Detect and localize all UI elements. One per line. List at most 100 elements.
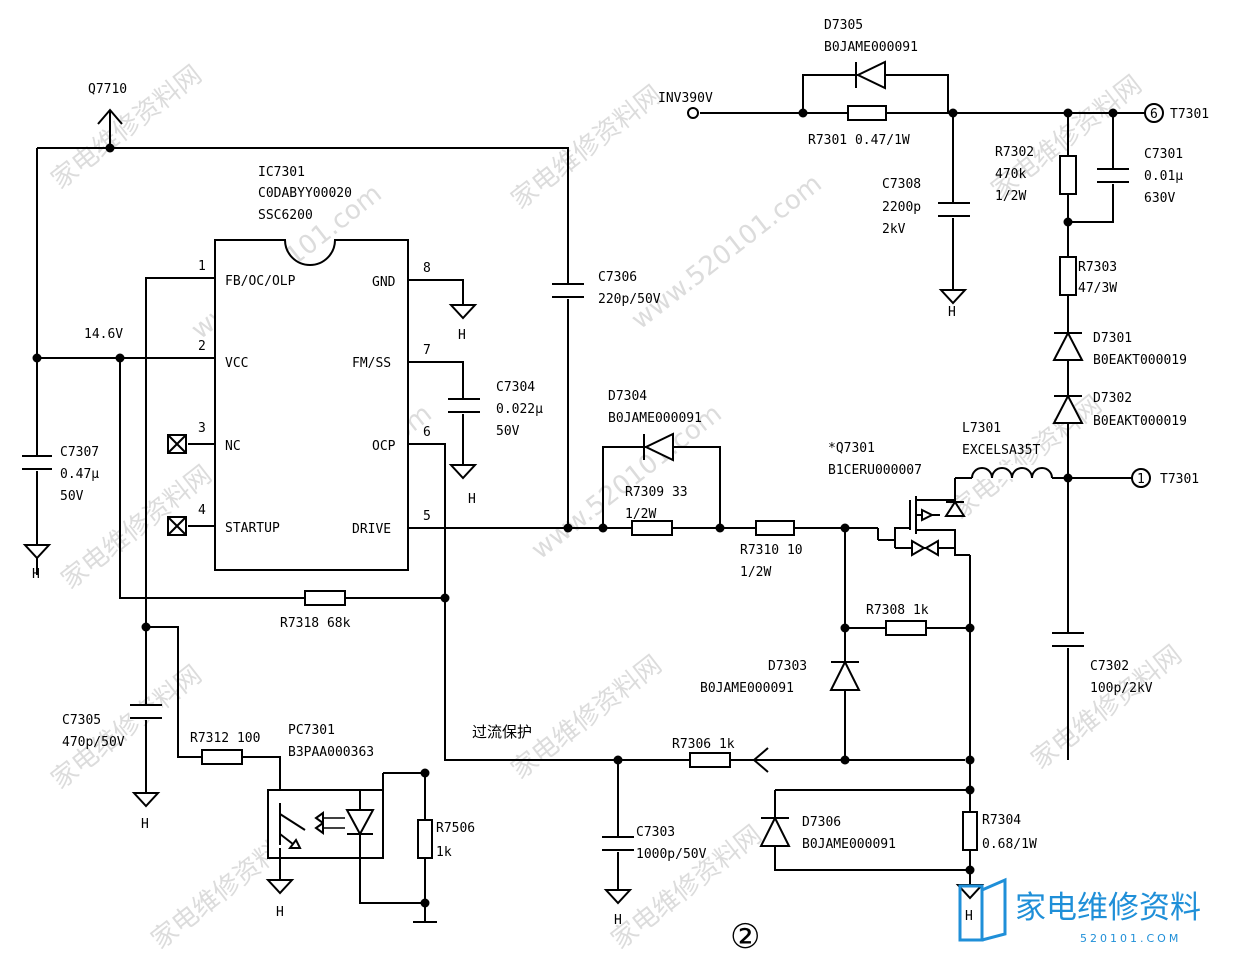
junction-dot xyxy=(1063,473,1073,483)
r7312-ref: R7312 100 xyxy=(190,731,260,746)
input-voltage-label: INV390V xyxy=(658,91,713,106)
resistors: R7301 0.47/1W R7302 470k 1/2W R7303 47/3… xyxy=(190,105,1117,860)
c7308-voltage: 2kV xyxy=(882,222,906,237)
t7301-pin6-number: 6 xyxy=(1150,107,1158,122)
logo-url: 520101.COM xyxy=(1080,932,1181,945)
c7308-value: 2200p xyxy=(882,200,921,215)
wire-c7301 xyxy=(1068,113,1114,223)
wire-fb-pin1 xyxy=(145,277,215,598)
c7301-ref: C7301 xyxy=(1144,147,1183,162)
c7304-value: 0.022μ xyxy=(496,402,543,417)
q7301-arrow-icon xyxy=(921,508,935,522)
logo-book-page xyxy=(981,877,1007,942)
r7301-ref: R7301 0.47/1W xyxy=(808,133,910,148)
ic7301-model: SSC6200 xyxy=(258,208,313,223)
junction-dot xyxy=(965,623,975,633)
ic-pin-1-name: FB/OC/OLP xyxy=(225,274,296,289)
ic-pin-4-name: STARTUP xyxy=(225,521,280,536)
r7304-resistor-icon xyxy=(962,811,978,851)
q7301-body-diode-icon xyxy=(944,500,966,517)
ic-pin-6-num: 6 xyxy=(423,425,431,440)
d7306-part: B0JAME000091 xyxy=(802,837,896,852)
c7301-voltage: 630V xyxy=(1144,191,1175,206)
c7303-ref: C7303 xyxy=(636,825,675,840)
site-logo: 家电维修资料 520101.COM xyxy=(958,877,1201,945)
diodes: D7305 B0JAME000091 D7304 B0JAME000091 D7… xyxy=(608,18,1187,852)
c7304-capacitor-icon xyxy=(448,398,480,414)
ic-pin-6-name: OCP xyxy=(372,439,396,454)
ground-label: H xyxy=(141,817,149,832)
r7310-resistor-icon xyxy=(755,520,795,536)
junction-dot xyxy=(440,593,450,603)
ground-icon: H xyxy=(448,304,478,343)
ground-icon: H xyxy=(265,879,295,920)
r7306-ref: R7306 1k xyxy=(672,737,735,752)
junction-dot xyxy=(840,523,850,533)
wire-top-rail xyxy=(37,147,569,528)
r7303-ref: R7303 xyxy=(1078,260,1117,275)
r7309-ref: R7309 33 xyxy=(625,485,688,500)
vcc-voltage-label: 14.6V xyxy=(84,327,123,342)
ground-label: H xyxy=(458,328,466,343)
ocp-chinese-label: 过流保护 xyxy=(472,723,532,741)
junction-dot xyxy=(1063,217,1073,227)
d7305-ref: D7305 xyxy=(824,18,863,33)
net-labels: Q7710 14.6V INV390V 过流保护 xyxy=(84,82,713,741)
l7301-ref: L7301 xyxy=(962,421,1001,436)
chassis-ground-icon xyxy=(413,903,437,923)
junction-dot xyxy=(798,108,808,118)
wire-fb-r7312 xyxy=(146,626,281,790)
r7309-resistor-icon xyxy=(631,520,673,536)
r7301-resistor-icon xyxy=(847,105,887,121)
watermark-cn-1: 家电维修资料网 xyxy=(46,60,208,196)
d7301-ref: D7301 xyxy=(1093,331,1132,346)
ground-symbols: H H H H H H H H xyxy=(22,289,985,928)
input-terminal-icon xyxy=(687,107,699,119)
ground-label: H xyxy=(32,567,40,582)
wire-d7306-bottom xyxy=(774,790,970,871)
c7308-capacitor-icon xyxy=(938,202,970,218)
capacitors: C7307 0.47μ 50V C7306 220p/50V C7304 0.0… xyxy=(22,147,1183,862)
d7305-diode-icon xyxy=(855,60,886,90)
junction-dot xyxy=(598,523,608,533)
ic-pin-4-num: 4 xyxy=(198,503,206,518)
c7301-value: 0.01μ xyxy=(1144,169,1183,184)
watermark-url-2: www.520101.com xyxy=(626,169,828,336)
c7304-ref: C7304 xyxy=(496,380,535,395)
d7304-ref: D7304 xyxy=(608,389,647,404)
junction-dot xyxy=(948,108,958,118)
ic7301: IC7301 C0DABYY00020 SSC6200 1 FB/OC/OLP … xyxy=(167,165,431,571)
ground-icon: H xyxy=(22,540,52,582)
l7301-inductor-icon xyxy=(971,465,1053,479)
c7303-capacitor-icon xyxy=(602,836,634,852)
r7318-ref: R7318 68k xyxy=(280,616,351,631)
wire-gnd-pin xyxy=(408,279,464,305)
ic7301-part: C0DABYY00020 xyxy=(258,186,352,201)
d7301-diode-icon xyxy=(1052,330,1084,361)
c7307-capacitor-icon xyxy=(22,455,52,471)
q7301-mosfet: *Q7301 B1CERU000007 xyxy=(828,441,970,557)
junction-dot xyxy=(965,785,975,795)
pc7301-ref: PC7301 xyxy=(288,723,335,738)
r7506-resistor-icon xyxy=(417,819,433,859)
junction-dot xyxy=(1108,108,1118,118)
junction-layer xyxy=(32,108,1118,908)
r7304-ref: R7304 xyxy=(982,813,1021,828)
t7301-pin6-label: T7301 xyxy=(1170,107,1209,122)
ground-label: H xyxy=(614,913,622,928)
r7506-value: 1k xyxy=(436,845,452,860)
junction-dot xyxy=(613,755,623,765)
r7309-power: 1/2W xyxy=(625,507,656,522)
ground-label: H xyxy=(468,492,476,507)
c7306-value: 220p/50V xyxy=(598,292,661,307)
q7301-zener-icon xyxy=(894,530,956,557)
q7710-arrow-icon xyxy=(97,108,123,148)
q7710-label: Q7710 xyxy=(88,82,127,97)
d7303-part: B0JAME000091 xyxy=(700,681,794,696)
c7306-capacitor-icon xyxy=(552,283,584,299)
q7301-ref: *Q7301 xyxy=(828,441,875,456)
r7304-value: 0.68/1W xyxy=(982,837,1037,852)
r7310-ref: R7310 10 xyxy=(740,543,803,558)
r7302-power: 1/2W xyxy=(995,189,1026,204)
d7303-diode-icon xyxy=(829,659,861,691)
